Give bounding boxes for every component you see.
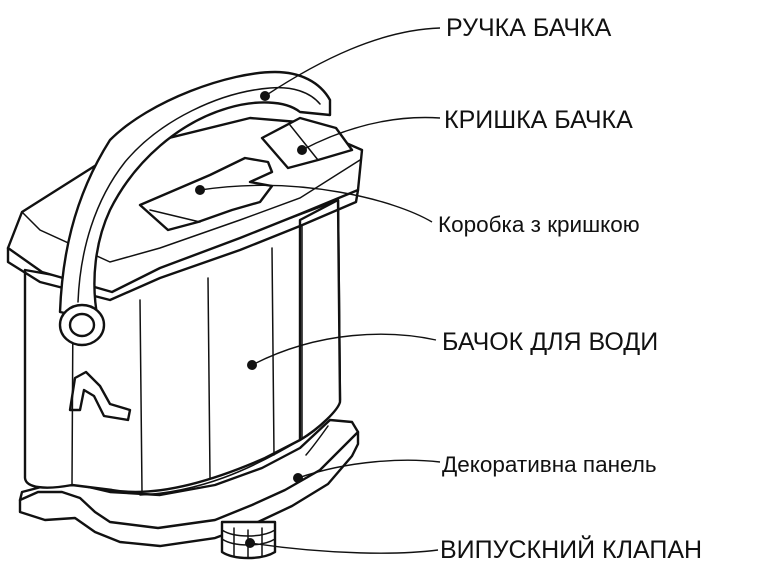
leader-dot-lid-box [195, 185, 205, 195]
leader-drain-valve [250, 543, 438, 553]
leader-dot-tank-handle [260, 91, 270, 101]
label-decor-panel: Декоративна панель [442, 452, 657, 477]
label-water-tank: БАЧОК ДЛЯ ВОДИ [442, 328, 658, 356]
leader-dot-drain-valve [245, 538, 255, 548]
label-tank-handle: РУЧКА БАЧКА [446, 14, 612, 42]
label-lid-box: Коробка з кришкою [438, 212, 640, 237]
label-tank-lid: КРИШКА БАЧКА [444, 106, 633, 134]
label-drain-valve: ВИПУСКНИЙ КЛАПАН [440, 534, 702, 564]
leader-dot-tank-lid [297, 145, 307, 155]
leader-dot-water-tank [247, 360, 257, 370]
leader-dot-decor-panel [293, 473, 303, 483]
